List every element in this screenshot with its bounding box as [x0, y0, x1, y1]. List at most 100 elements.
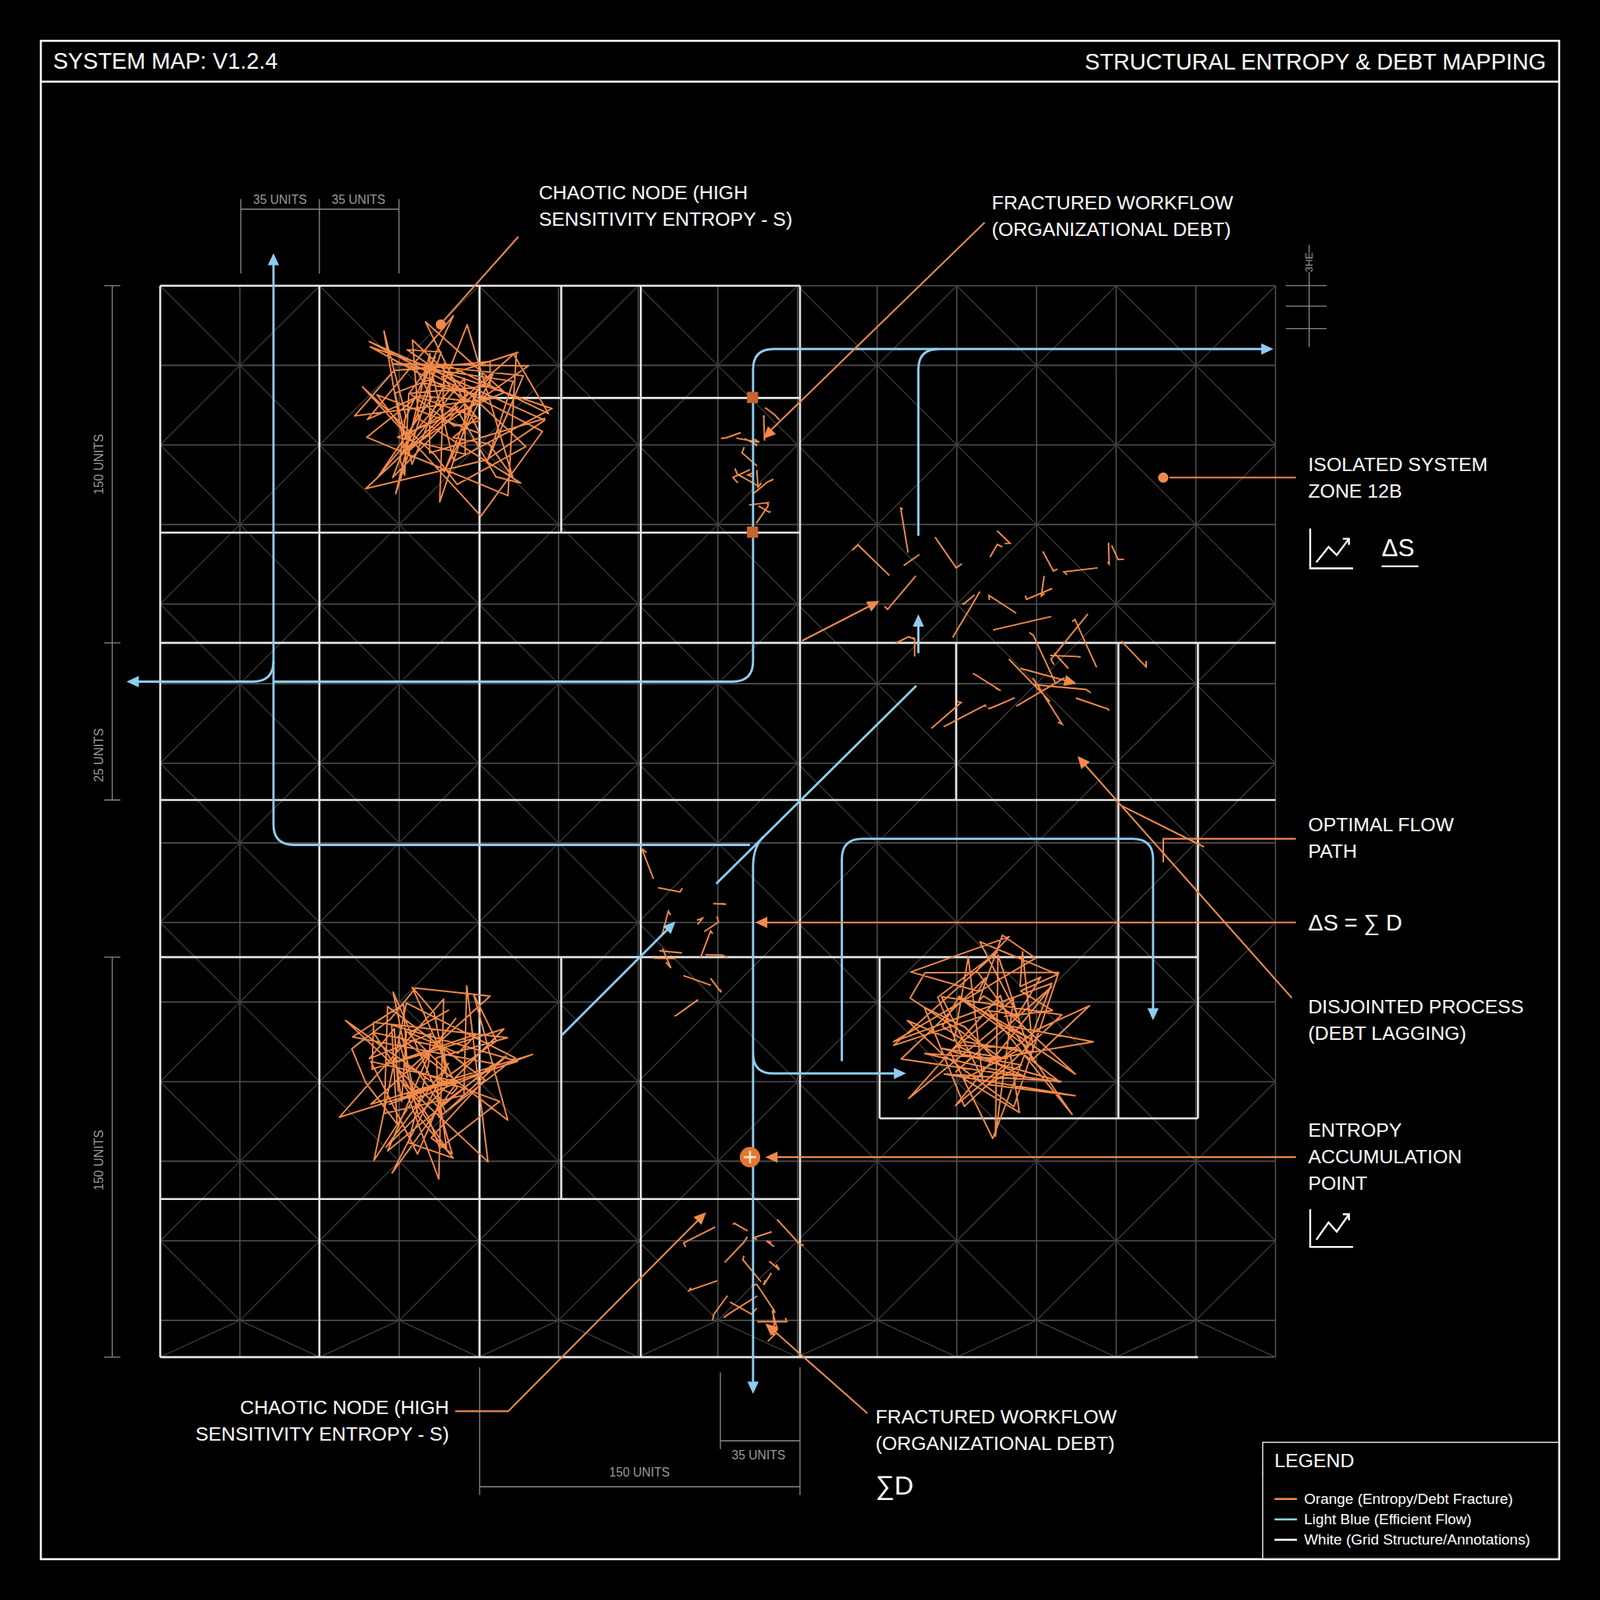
grid-line [160, 762, 1276, 765]
grid-diagonal [1116, 1320, 1197, 1358]
grid-diagonal [797, 683, 878, 764]
dimension-label: 35 UNITS [331, 192, 386, 208]
grid-diagonal [638, 842, 718, 923]
grid-structure-line [560, 957, 563, 1200]
flow-path [918, 349, 940, 536]
legend-text: White (Grid Structure/Annotations) [1303, 1530, 1530, 1550]
grid-diagonal [160, 763, 240, 843]
grid-diagonal [239, 444, 320, 525]
grid-diagonal [1116, 1160, 1197, 1241]
equation: ΔS = ∑ D [1307, 909, 1402, 939]
grid-diagonal [478, 683, 559, 764]
grid-diagonal [1196, 763, 1276, 843]
grid-diagonal [877, 842, 958, 923]
grid-structure-line [1196, 642, 1200, 1119]
grid-structure [160, 285, 1276, 1358]
grid-line [956, 285, 958, 1358]
grid-diagonal [558, 524, 639, 604]
grid-line [160, 1239, 1276, 1242]
grid-diagonal [1196, 365, 1276, 446]
grid-diagonal [1196, 842, 1276, 923]
grid-structure-line [159, 285, 162, 1358]
grid-diagonal [478, 285, 559, 366]
grid-line [557, 285, 560, 1358]
leader-line [771, 1328, 868, 1414]
grid-line [1035, 285, 1038, 1358]
grid-line [160, 1356, 1276, 1358]
fractured-workflow [642, 848, 728, 1016]
fracture-marker [746, 392, 758, 404]
grid-diagonal [877, 683, 958, 764]
grid-line [1275, 285, 1277, 1358]
grid-diagonal [160, 365, 240, 446]
grid-diagonal [558, 1160, 639, 1241]
grid-diagonal [160, 1081, 240, 1161]
grid-diagonal [957, 524, 1037, 604]
arrowhead [893, 1067, 907, 1079]
grid-diagonal [1116, 922, 1197, 1003]
grid-diagonal [319, 1320, 400, 1358]
grid-diagonal [1036, 683, 1117, 764]
grid-structure-line [878, 957, 882, 1118]
grid-diagonal [638, 1081, 718, 1161]
flow-paths [134, 260, 1265, 1386]
grid-diagonal [797, 1002, 878, 1083]
grid-line [159, 285, 161, 1358]
grid-diagonal [558, 922, 639, 1003]
accumulation-plus [743, 1150, 757, 1164]
grid-structure-line [318, 285, 322, 1358]
dimension-line [1285, 244, 1327, 347]
grid-diagonal [478, 1320, 559, 1358]
grid-diagonal [239, 842, 320, 923]
grid-diagonal [877, 1081, 958, 1161]
grid-diagonal [797, 285, 878, 366]
grid-diagonal [478, 1240, 559, 1321]
fractured-workflow [721, 407, 780, 524]
grid-diagonal [1036, 365, 1117, 446]
legend-swatch [1274, 1518, 1297, 1522]
grid-diagonal [638, 1320, 718, 1358]
grid-diagonal [957, 365, 1037, 446]
dimension-lines [103, 199, 1327, 1496]
grid-diagonal [558, 444, 639, 525]
grid-diagonal [399, 763, 479, 843]
grid-diagonal [717, 1240, 798, 1321]
grid-diagonal [797, 524, 878, 604]
grid-diagonal [1196, 524, 1276, 604]
grid-diagonal [1036, 285, 1117, 366]
callout-label: FRACTURED WORKFLOW (ORGANIZATIONAL DEBT) [875, 1403, 1126, 1458]
fractured-workflow [683, 1219, 804, 1342]
grid-diagonal [877, 1320, 958, 1358]
legend-text: Orange (Entropy/Debt Fracture) [1303, 1489, 1513, 1509]
grid-diagonal [1036, 842, 1117, 923]
grid-structure-line [799, 285, 802, 1358]
grid-diagonal [877, 1160, 958, 1241]
grid-diagonal [877, 922, 958, 1003]
leader-line [443, 236, 518, 321]
grid-diagonal [638, 683, 718, 764]
node-dot [435, 319, 447, 330]
leader-line [802, 603, 1205, 847]
grid-diagonal [1036, 763, 1117, 843]
grid-diagonal [797, 365, 878, 446]
grid-structure-line [560, 285, 563, 533]
dimension-line [479, 1367, 800, 1495]
grid-diagonal [319, 922, 400, 1003]
grid-diagonal [160, 1160, 240, 1241]
grid-diagonal [797, 763, 878, 843]
grid-structure-line [639, 285, 643, 1358]
flow-path [560, 622, 918, 1036]
dimension-label: 150 UNITS [92, 434, 107, 496]
grid-diagonal [1196, 1081, 1276, 1161]
dimension-label: 35 UNITS [731, 1447, 786, 1462]
grid-diagonal [1116, 683, 1197, 764]
leader-line [767, 222, 985, 434]
legend-text: Light Blue (Efficient Flow) [1303, 1510, 1472, 1529]
grid-diagonal [957, 444, 1037, 525]
grid-diagonal [638, 365, 718, 446]
grid-diagonal [797, 1081, 878, 1161]
grid-diagonal [319, 683, 400, 764]
grid-structure-line [879, 1117, 1199, 1120]
grid-diagonal [1116, 1240, 1197, 1321]
